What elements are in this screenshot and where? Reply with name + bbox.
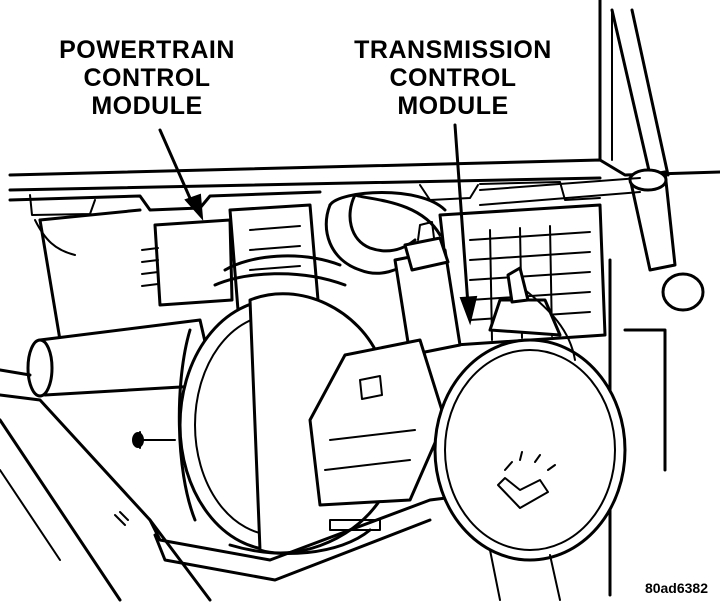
- connector-stack: [308, 221, 462, 507]
- pcm-label-line2: CONTROL: [83, 64, 211, 92]
- figure-code: 80ad6382: [644, 580, 708, 596]
- pcm-leader-arrow: [158, 128, 204, 221]
- pcm-callout-label: POWERTRAIN CONTROL MODULE: [38, 36, 256, 120]
- tcm-callout-label: TRANSMISSION CONTROL MODULE: [330, 36, 576, 120]
- pcm-label-line3: MODULE: [91, 92, 203, 120]
- tcm-label-line3: MODULE: [397, 92, 509, 120]
- dash-panel: [8, 0, 720, 216]
- tcm-label-line1: TRANSMISSION: [354, 36, 552, 64]
- fluid-reservoir: [433, 266, 627, 601]
- pcm-label-line1: POWERTRAIN: [59, 36, 235, 64]
- push-rod-cylinder: [0, 318, 217, 602]
- tcm-label-line2: CONTROL: [389, 64, 517, 92]
- tcm-leader-arrow: [453, 123, 478, 326]
